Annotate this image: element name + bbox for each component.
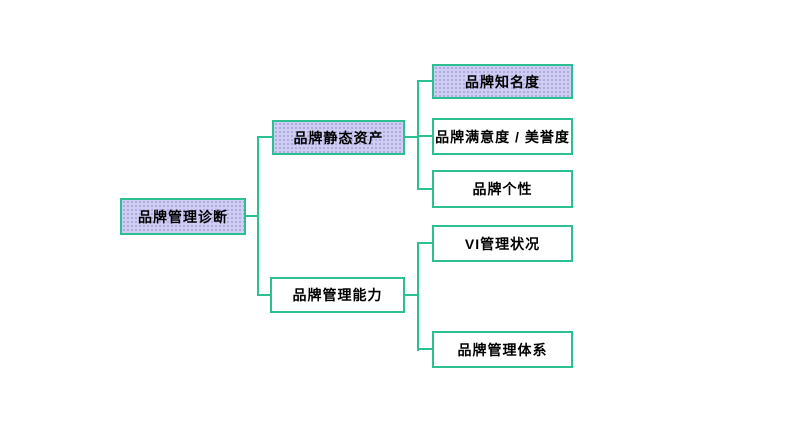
- node-vi-management-status: VI管理状况: [432, 225, 573, 262]
- connector-static-assets-out: [405, 136, 418, 138]
- connector-to-satisfaction: [418, 135, 432, 137]
- node-brand-management-diagnosis: 品牌管理诊断: [120, 198, 246, 235]
- connector-to-vi-status: [418, 242, 432, 244]
- connector-root-vertical: [257, 136, 259, 296]
- node-brand-satisfaction-reputation: 品牌满意度 / 美誉度: [432, 118, 573, 155]
- connector-capability-out: [405, 294, 418, 296]
- node-brand-awareness: 品牌知名度: [432, 64, 573, 99]
- connector-capability-vertical: [417, 242, 419, 351]
- node-brand-personality: 品牌个性: [432, 170, 573, 208]
- connector-to-static-assets: [258, 136, 272, 138]
- connector-root-out: [246, 215, 258, 217]
- connector-to-mgmt-capability: [258, 294, 270, 296]
- node-brand-static-assets: 品牌静态资产: [272, 120, 405, 155]
- connector-to-personality: [418, 188, 432, 190]
- node-brand-management-system: 品牌管理体系: [432, 331, 573, 368]
- connector-to-awareness: [418, 80, 432, 82]
- node-brand-management-capability: 品牌管理能力: [270, 277, 405, 313]
- connector-to-mgmt-system: [418, 348, 432, 350]
